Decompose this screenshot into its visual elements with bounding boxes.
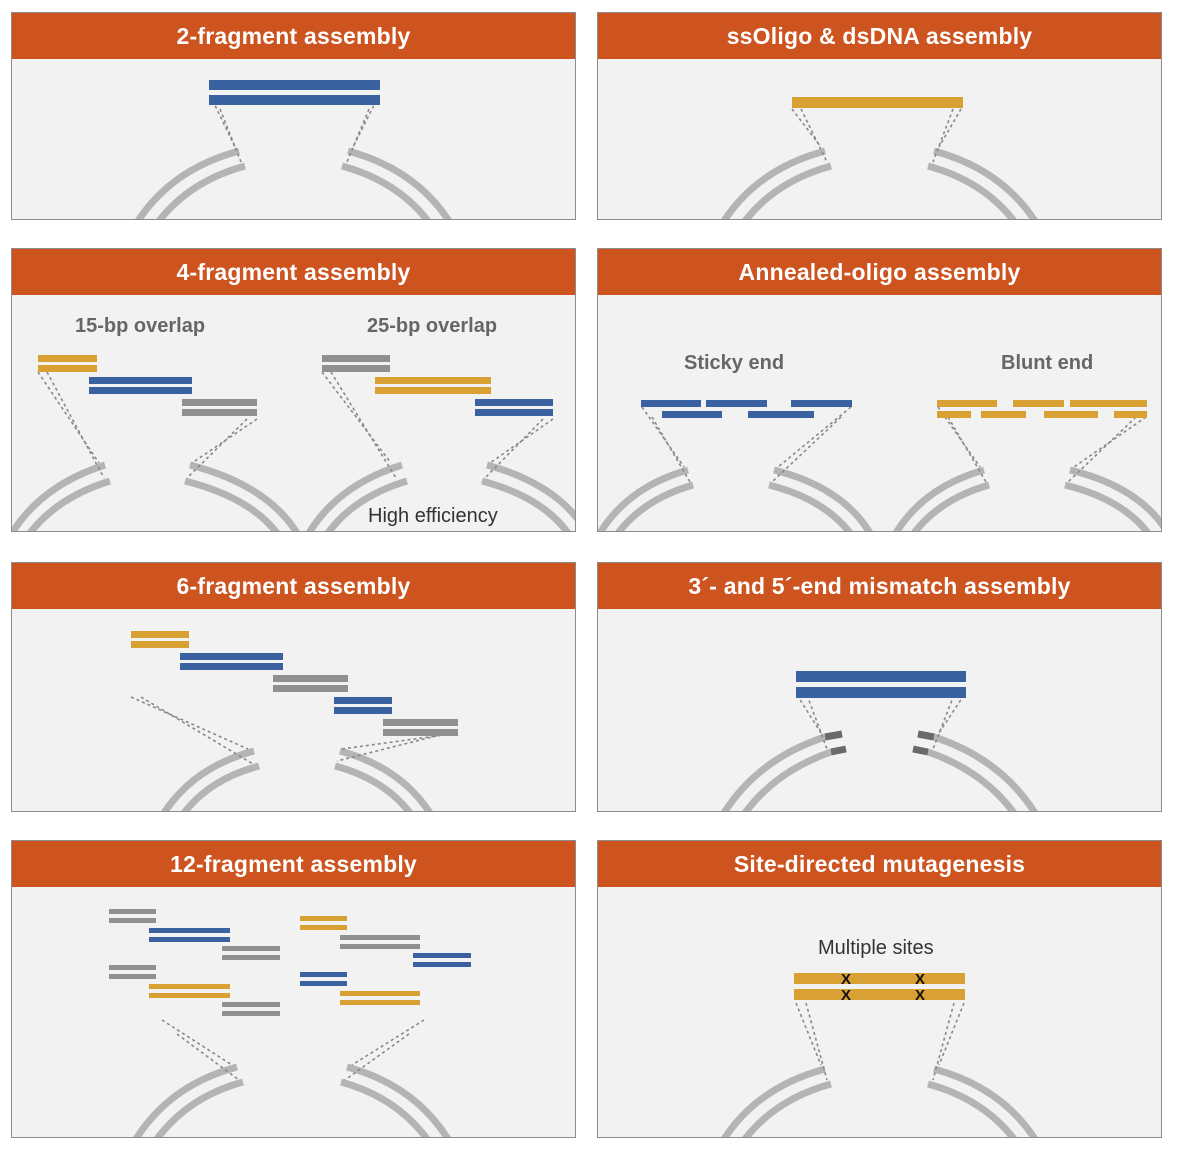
sticky-end-oligos <box>641 400 852 418</box>
mutation-x-3: X <box>841 987 851 1004</box>
mutation-x-2: X <box>915 971 925 988</box>
panel-annealed-oligo: Annealed-oligo assembly <box>597 248 1162 532</box>
fragment-blue <box>796 671 966 698</box>
panel-title: 12-fragment assembly <box>12 841 575 887</box>
diagram-annealed-oligo <box>598 400 1161 531</box>
plasmid-vector-right <box>306 461 575 531</box>
diagram-mismatch <box>721 671 1038 811</box>
mismatch-ends <box>824 730 935 756</box>
overlap-links <box>791 108 962 163</box>
overlap-links <box>37 371 554 479</box>
panel-mismatch: 3´- and 5´-end mismatch assembly <box>597 562 1162 812</box>
diagram-6-fragment <box>130 631 459 811</box>
plasmid-vector <box>721 1065 1038 1137</box>
plasmid-vector <box>135 147 452 219</box>
plasmid-vector-left <box>598 466 873 531</box>
fragments-chain <box>131 631 458 736</box>
fragments-15bp <box>38 355 257 416</box>
fragments-right-group <box>300 916 471 1005</box>
panel-4-fragment: 4-fragment assembly <box>11 248 576 532</box>
plasmid-vector <box>161 747 433 811</box>
plasmid-vector-right <box>893 466 1161 531</box>
overlap-links <box>795 1002 965 1081</box>
diagram-2-fragment <box>135 80 452 219</box>
fragments-25bp <box>322 355 553 416</box>
label-multiple-sites: Multiple sites <box>818 937 934 959</box>
panel-ssoligo: ssOligo & dsDNA assembly <box>597 12 1162 220</box>
plasmid-vector-left <box>12 461 300 531</box>
fragment-blue <box>209 80 380 105</box>
fragments-left-group <box>109 909 280 1016</box>
diagram-site-directed: X X X X <box>721 971 1038 1137</box>
plasmid-vector <box>721 733 1038 811</box>
label-25bp-overlap: 25-bp overlap <box>367 315 498 337</box>
mutation-marks: X X X X <box>841 971 925 1004</box>
overlap-links <box>161 1019 425 1081</box>
panel-title: 4-fragment assembly <box>12 249 575 295</box>
diagram-12-fragment <box>109 909 471 1137</box>
panel-title: ssOligo & dsDNA assembly <box>598 13 1161 59</box>
panel-2-fragment: 2-fragment assembly <box>11 12 576 220</box>
panel-6-fragment: 6-fragment assembly <box>11 562 576 812</box>
panel-site-directed: Site-directed mutagenesis X X X X Multip… <box>597 840 1162 1138</box>
plasmid-vector <box>721 147 1038 219</box>
overlap-links <box>796 694 965 750</box>
diagram-4-fragment <box>12 355 575 531</box>
label-sticky-end: Sticky end <box>684 352 785 374</box>
mutation-x-1: X <box>841 971 851 988</box>
label-high-efficiency: High efficiency <box>368 505 498 527</box>
overlap-links <box>209 94 380 163</box>
blunt-end-oligos <box>937 400 1147 418</box>
mutation-x-4: X <box>915 987 925 1004</box>
ss-oligo-gold <box>792 97 963 108</box>
fragment-gold <box>794 973 965 1000</box>
diagram-ssoligo <box>721 97 1038 219</box>
panel-title: 6-fragment assembly <box>12 563 575 609</box>
panel-title: 2-fragment assembly <box>12 13 575 59</box>
panel-title: Annealed-oligo assembly <box>598 249 1161 295</box>
panel-title: 3´- and 5´-end mismatch assembly <box>598 563 1161 609</box>
panel-title: Site-directed mutagenesis <box>598 841 1161 887</box>
panel-12-fragment: 12-fragment assembly <box>11 840 576 1138</box>
label-blunt-end: Blunt end <box>1001 352 1094 374</box>
label-15bp-overlap: 15-bp overlap <box>75 315 206 337</box>
plasmid-vector <box>133 1063 451 1137</box>
